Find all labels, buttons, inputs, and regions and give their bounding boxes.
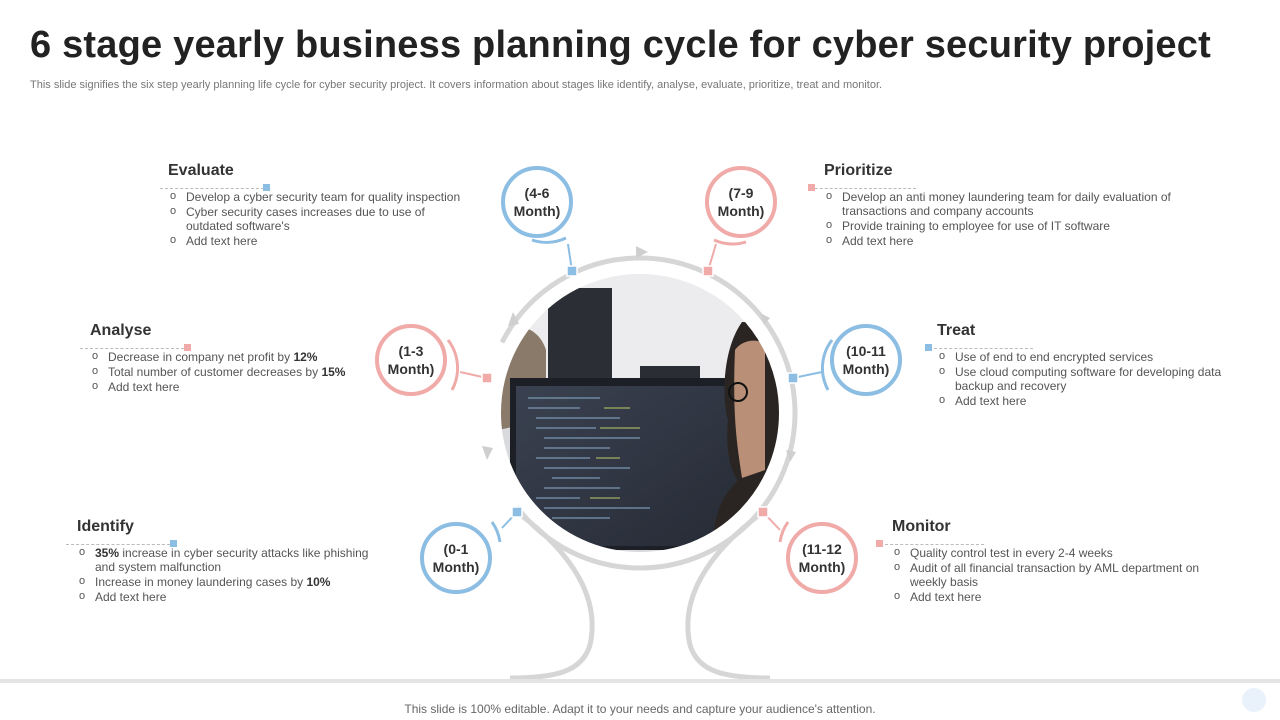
cycle-ring <box>482 255 798 571</box>
stage-heading-identify: Identify <box>77 518 134 535</box>
bullet-evaluate: Cyber security cases increases due to us… <box>168 204 473 233</box>
bullet-prioritize: Provide training to employee for use of … <box>824 218 1184 233</box>
heading-rule <box>160 188 264 189</box>
stage-bullets-prioritize: Develop an anti money laundering team fo… <box>824 189 1184 248</box>
period-circle-treat: (10-11 Month) <box>830 324 902 396</box>
bullet-treat: Add text here <box>937 393 1237 408</box>
bullet-prioritize: Add text here <box>824 233 1184 248</box>
stage-heading-prioritize: Prioritize <box>824 162 893 179</box>
heading-rule <box>80 348 184 349</box>
right-tail-line <box>685 509 771 681</box>
stage-heading-treat: Treat <box>937 322 976 339</box>
bullet-identify: 35% increase in cyber security attacks l… <box>77 545 387 574</box>
arrow-left <box>482 446 493 460</box>
stage-block-evaluate: Evaluate Develop a cyber security team f… <box>160 162 473 249</box>
bullet-monitor: Audit of all financial transaction by AM… <box>892 560 1212 589</box>
connector-evaluate <box>566 243 578 277</box>
stage-block-prioritize: Prioritize Develop an anti money launder… <box>808 162 1184 249</box>
period-circle-identify: (0-1 Month) <box>420 522 492 594</box>
stage-block-monitor: Monitor Quality control test in every 2-… <box>876 518 1212 605</box>
connector-identify <box>501 506 523 529</box>
connector-prioritize <box>702 243 717 277</box>
stage-bullets-monitor: Quality control test in every 2-4 weeksA… <box>892 545 1212 604</box>
arc-evaluate <box>531 236 567 244</box>
period-circle-prioritize: (7-9 Month) <box>705 166 777 238</box>
bullet-identify: Increase in money laundering cases by 10… <box>77 574 387 589</box>
bullet-analyse: Total number of customer decreases by 15… <box>90 364 380 379</box>
stage-bullets-evaluate: Develop a cyber security team for qualit… <box>168 189 473 248</box>
arc-analyse <box>446 339 460 391</box>
heading-marker <box>925 344 932 351</box>
arc-treat <box>820 339 834 391</box>
connector-treat <box>787 371 823 384</box>
bullet-analyse: Decrease in company net profit by 12% <box>90 349 380 364</box>
bullet-treat: Use of end to end encrypted services <box>937 349 1237 364</box>
heading-rule <box>929 348 1033 349</box>
bullet-prioritize: Develop an anti money laundering team fo… <box>824 189 1184 218</box>
period-circle-monitor: (11-12 Month) <box>786 522 858 594</box>
arrow-top <box>636 246 648 258</box>
bullet-analyse: Add text here <box>90 379 380 394</box>
heading-rule <box>810 188 916 189</box>
heading-marker <box>170 540 177 547</box>
stage-bullets-identify: 35% increase in cyber security attacks l… <box>77 545 387 604</box>
stage-block-identify: Identify 35% increase in cyber security … <box>66 518 387 605</box>
arrow-right <box>786 450 796 462</box>
slide-title: 6 stage yearly business planning cycle f… <box>30 24 1211 66</box>
heading-rule <box>66 544 170 545</box>
center-photo <box>500 273 780 553</box>
arc-identify <box>490 521 502 543</box>
ring-arrows <box>482 246 796 462</box>
heading-marker <box>876 540 883 547</box>
arrow-upper-right <box>760 313 770 325</box>
left-tail-line <box>509 509 595 681</box>
slide-footer: This slide is 100% editable. Adapt it to… <box>404 702 876 716</box>
connector-analyse <box>459 371 493 384</box>
bullet-evaluate: Add text here <box>168 233 473 248</box>
arc-prioritize <box>713 238 747 246</box>
period-circle-analyse: (1-3 Month) <box>375 324 447 396</box>
bottom-divider <box>0 679 1280 683</box>
bullet-monitor: Quality control test in every 2-4 weeks <box>892 545 1212 560</box>
heading-rule <box>880 544 984 545</box>
stage-heading-monitor: Monitor <box>892 518 951 535</box>
slide-subtitle: This slide signifies the six step yearly… <box>30 79 883 91</box>
heading-marker <box>808 184 815 191</box>
heading-marker <box>184 344 191 351</box>
connector-monitor <box>757 506 781 531</box>
bullet-evaluate: Develop a cyber security team for qualit… <box>168 189 473 204</box>
arrow-upper-left <box>508 312 519 326</box>
heading-marker <box>263 184 270 191</box>
stage-heading-evaluate: Evaluate <box>168 162 234 179</box>
stage-bullets-analyse: Decrease in company net profit by 12%Tot… <box>90 349 380 394</box>
stage-block-analyse: Analyse Decrease in company net profit b… <box>80 322 380 395</box>
corner-decoration <box>1242 688 1266 712</box>
stage-block-treat: Treat Use of end to end encrypted servic… <box>925 322 1237 409</box>
arc-monitor <box>778 521 790 543</box>
bullet-treat: Use cloud computing software for develop… <box>937 364 1237 393</box>
stage-heading-analyse: Analyse <box>90 322 152 339</box>
bullet-monitor: Add text here <box>892 589 1212 604</box>
stage-bullets-treat: Use of end to end encrypted servicesUse … <box>937 349 1237 408</box>
period-circle-evaluate: (4-6 Month) <box>501 166 573 238</box>
bullet-identify: Add text here <box>77 589 387 604</box>
